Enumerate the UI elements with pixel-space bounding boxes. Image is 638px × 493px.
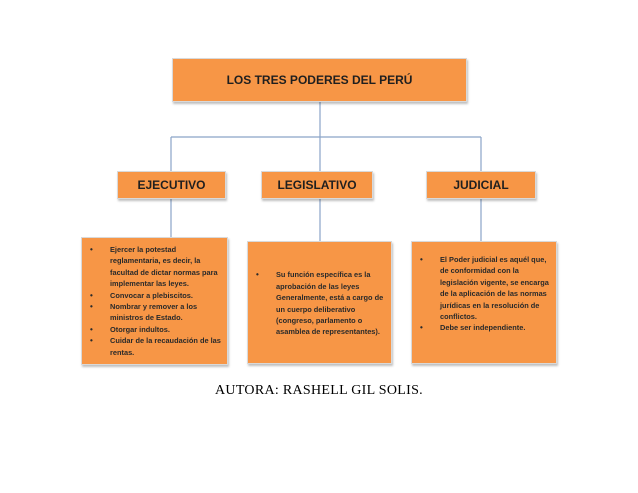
list-item: •Debe ser independiente. [420,323,526,333]
node-legislativo: LEGISLATIVO [261,171,373,199]
bullet-icon: • [90,302,93,312]
judicial-list: •El Poder judicial es aquél que, de conf… [418,254,550,334]
node-ejecutivo-label: EJECUTIVO [137,178,206,192]
list-item: •Cuidar de la recaudación de las rentas. [90,336,221,357]
root-node: LOS TRES PODERES DEL PERÚ [172,58,467,102]
node-ejecutivo: EJECUTIVO [117,171,226,199]
list-item: •Ejercer la potestad reglamentaria, es d… [90,245,218,289]
judicial-detail-box: •El Poder judicial es aquél que, de conf… [411,241,557,364]
author-credit: AUTORA: RASHELL GIL SOLIS. [215,383,423,398]
bullet-icon: • [420,255,423,264]
node-judicial: JUDICIAL [426,171,536,199]
list-item: •Nombrar y remover a los ministros de Es… [90,302,198,323]
ejecutivo-list: •Ejercer la potestad reglamentaria, es d… [88,244,221,358]
list-item: •Convocar a plebiscitos. [90,290,193,300]
list-item: •El Poder judicial es aquél que, de conf… [420,255,549,322]
ejecutivo-detail-box: •Ejercer la potestad reglamentaria, es d… [81,237,228,365]
bullet-icon: • [90,245,93,254]
legislativo-detail-box: •Su función específica es la aprobación … [247,241,392,364]
node-legislativo-label: LEGISLATIVO [277,178,357,192]
root-title: LOS TRES PODERES DEL PERÚ [226,73,413,87]
bullet-icon: • [90,324,93,334]
list-item: •Su función específica es la aprobación … [256,270,384,337]
bullet-icon: • [256,270,259,280]
bullet-icon: • [90,336,93,346]
bullet-icon: • [90,290,93,300]
legislativo-list: •Su función específica es la aprobación … [254,269,385,337]
list-item: •Otorgar indultos. [90,324,170,334]
bullet-icon: • [420,323,423,333]
node-judicial-label: JUDICIAL [453,178,509,192]
